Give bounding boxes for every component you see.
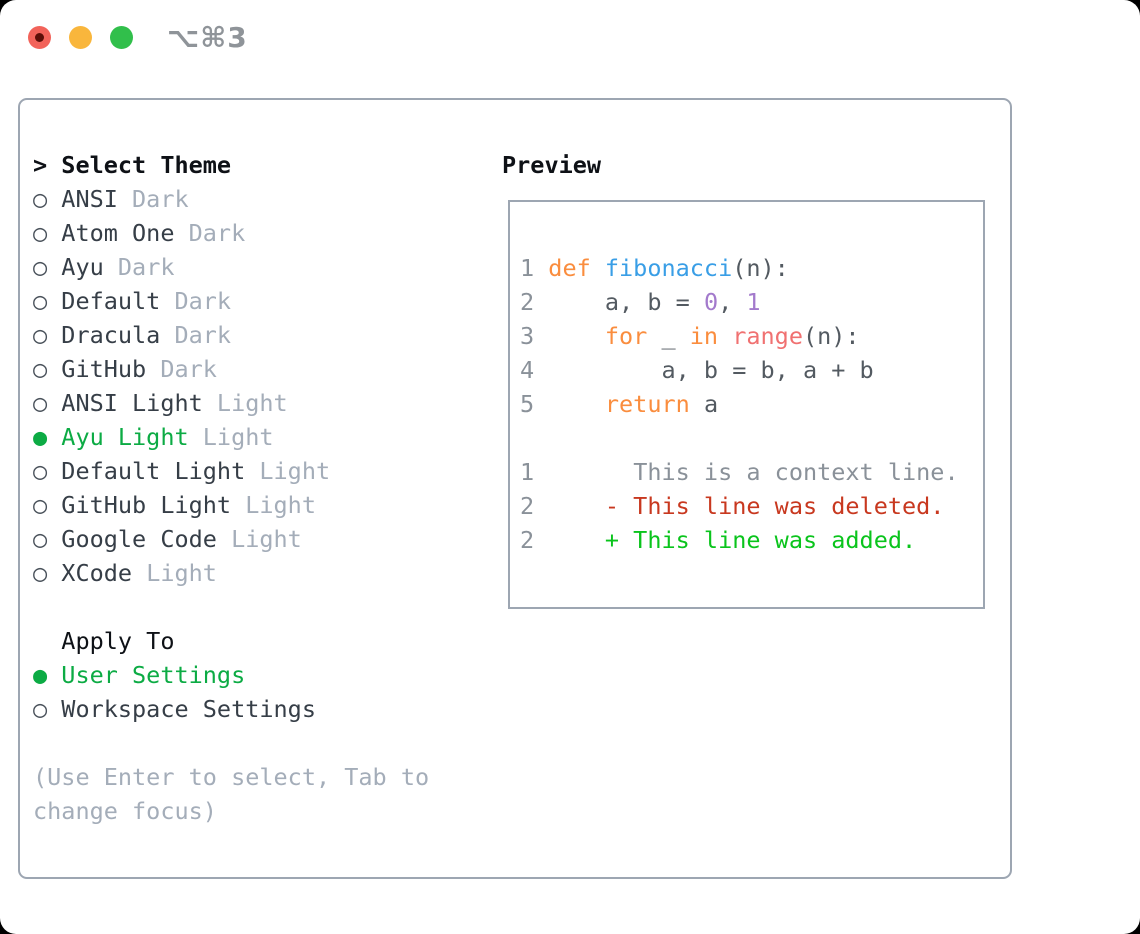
help-text: (Use Enter to select, Tab to xyxy=(33,763,430,791)
apply-option-user-settings[interactable]: ● User Settings xyxy=(33,658,429,692)
radio-selected-icon: ● xyxy=(33,661,62,689)
preview-code-line: 4 a, b = b, a + b xyxy=(520,356,874,384)
preview-code-line: 3 for _ in range(n): xyxy=(520,322,860,350)
preview-code-line: 2 - This line was deleted. xyxy=(520,492,945,520)
theme-variant: Dark xyxy=(103,253,175,281)
radio-unselected-icon: ○ xyxy=(33,695,62,723)
theme-option-ayu-dark[interactable]: ○ Ayu Dark xyxy=(33,250,429,284)
theme-name: Dracula xyxy=(61,321,161,349)
spacer xyxy=(33,590,429,624)
theme-name: ANSI xyxy=(61,185,118,213)
radio-unselected-icon: ○ xyxy=(33,525,62,553)
theme-name: XCode xyxy=(61,559,133,587)
theme-variant: Light xyxy=(202,389,288,417)
zoom-button[interactable] xyxy=(110,26,133,49)
select-theme-header-row: > Select Theme xyxy=(33,148,429,182)
theme-name: GitHub Light xyxy=(61,491,232,519)
preview-code-line: 2 a, b = 0, 1 xyxy=(520,288,761,316)
theme-variant: Dark xyxy=(160,321,232,349)
theme-option-dracula-dark[interactable]: ○ Dracula Dark xyxy=(33,318,429,352)
theme-option-ayu-light-light[interactable]: ● Ayu Light Light xyxy=(33,420,429,454)
theme-option-github-dark[interactable]: ○ GitHub Dark xyxy=(33,352,429,386)
help-text-line-1: (Use Enter to select, Tab to xyxy=(33,760,429,794)
theme-name: Atom One xyxy=(61,219,175,247)
theme-name: Default xyxy=(61,287,161,315)
preview-code-line: 1 This is a context line. xyxy=(520,458,959,486)
apply-option-workspace-settings[interactable]: ○ Workspace Settings xyxy=(33,692,429,726)
theme-name: ANSI Light xyxy=(61,389,203,417)
radio-unselected-icon: ○ xyxy=(33,321,62,349)
radio-selected-icon: ● xyxy=(33,423,62,451)
preview-box: 1 def fibonacci(n): 2 a, b = 0, 1 3 for _ … xyxy=(508,200,985,609)
preview-code-line: 2 + This line was added. xyxy=(520,526,917,554)
titlebar: ⌥⌘3 xyxy=(0,0,1140,74)
theme-option-default-light-light[interactable]: ○ Default Light Light xyxy=(33,454,429,488)
radio-unselected-icon: ○ xyxy=(33,457,62,485)
apply-to-header: Apply To xyxy=(61,627,175,655)
help-text: change focus) xyxy=(33,797,217,825)
radio-unselected-icon: ○ xyxy=(33,559,62,587)
theme-variant: Dark xyxy=(160,287,232,315)
help-text-line-2: change focus) xyxy=(33,794,429,828)
radio-unselected-icon: ○ xyxy=(33,355,62,383)
radio-unselected-icon: ○ xyxy=(33,219,62,247)
apply-option-label: User Settings xyxy=(61,661,246,689)
theme-name: Ayu xyxy=(61,253,104,281)
theme-variant: Light xyxy=(132,559,217,587)
theme-variant: Dark xyxy=(146,355,217,383)
theme-selector: > Select Theme○ ANSI Dark○ Atom One Dark… xyxy=(33,148,429,828)
theme-option-ansi-dark[interactable]: ○ ANSI Dark xyxy=(33,182,429,216)
select-theme-header: Select Theme xyxy=(61,151,232,179)
theme-name: GitHub xyxy=(61,355,147,383)
theme-option-atom-one-dark[interactable]: ○ Atom One Dark xyxy=(33,216,429,250)
theme-option-github-light-light[interactable]: ○ GitHub Light Light xyxy=(33,488,429,522)
apply-option-label: Workspace Settings xyxy=(61,695,316,723)
window-shortcut-label: ⌥⌘3 xyxy=(167,21,248,54)
theme-option-google-code-light[interactable]: ○ Google Code Light xyxy=(33,522,429,556)
theme-name: Ayu Light xyxy=(61,423,189,451)
theme-variant: Dark xyxy=(117,185,189,213)
theme-option-xcode-light[interactable]: ○ XCode Light xyxy=(33,556,429,590)
minimize-button[interactable] xyxy=(69,26,92,49)
close-dot-icon xyxy=(35,33,44,42)
close-button[interactable] xyxy=(28,26,51,49)
spacer xyxy=(520,421,983,455)
theme-option-default-dark[interactable]: ○ Default Dark xyxy=(33,284,429,318)
spacer xyxy=(33,726,429,760)
theme-variant: Light xyxy=(188,423,274,451)
radio-unselected-icon: ○ xyxy=(33,389,62,417)
radio-unselected-icon: ○ xyxy=(33,185,62,213)
theme-variant: Light xyxy=(231,491,316,519)
radio-unselected-icon: ○ xyxy=(33,491,62,519)
preview-code-line: 1 def fibonacci(n): xyxy=(520,254,789,282)
cursor-icon: > xyxy=(33,151,62,179)
theme-name: Default Light xyxy=(61,457,246,485)
apply-to-header-row: Apply To xyxy=(33,624,429,658)
theme-option-ansi-light-light[interactable]: ○ ANSI Light Light xyxy=(33,386,429,420)
theme-variant: Dark xyxy=(174,219,246,247)
theme-variant: Light xyxy=(245,457,331,485)
radio-unselected-icon: ○ xyxy=(33,253,62,281)
preview-code-line: 5 return a xyxy=(520,390,719,418)
theme-variant: Light xyxy=(216,525,302,553)
theme-name: Google Code xyxy=(61,525,217,553)
preview-header: Preview xyxy=(502,151,602,179)
radio-unselected-icon: ○ xyxy=(33,287,62,315)
